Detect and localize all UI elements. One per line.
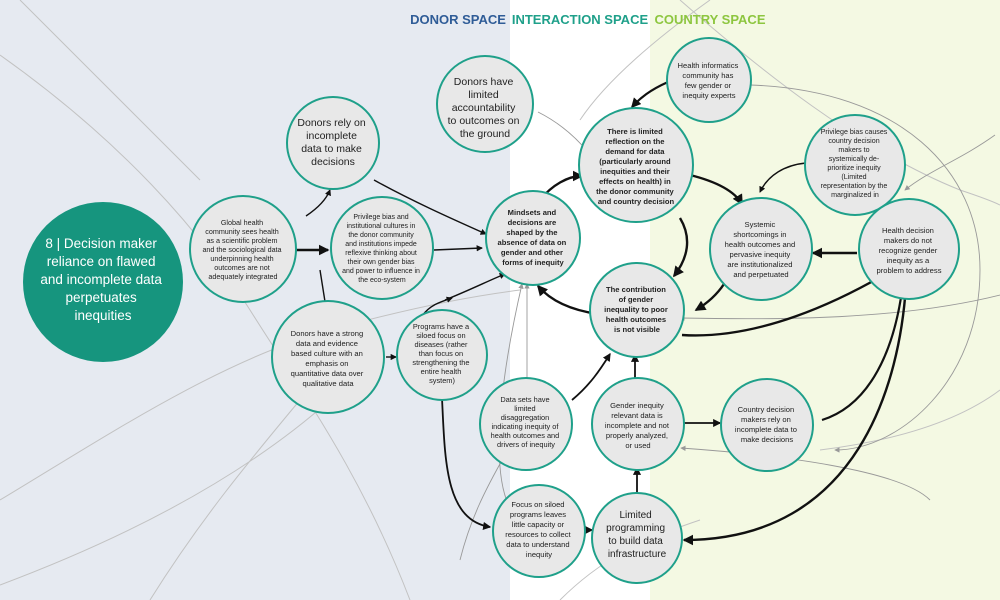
summary-line: perpetuates	[65, 290, 137, 305]
mindsets-label: Mindsets and decisions are shaped by the…	[498, 208, 569, 267]
link-reflection-to-contribution	[673, 217, 689, 278]
node-limited-programming	[591, 492, 683, 584]
node-systemic	[709, 197, 813, 301]
health-informatics-label: Health informatics community has few gen…	[678, 61, 741, 100]
global-health-label: Global health community sees health as a…	[202, 218, 283, 281]
contribution-label: The contribution of gender inequality to…	[604, 285, 670, 334]
link-decision-to-limited-prog	[682, 284, 908, 546]
country-space-header: COUNTRY SPACE	[655, 12, 766, 27]
donor-space-header: DONOR SPACE	[410, 12, 506, 27]
link-data-sets-to-contribution	[571, 352, 611, 401]
node-donors-strong	[271, 300, 385, 414]
link-privilege-to-mindsets	[433, 245, 483, 252]
node-programs-siloed	[396, 309, 488, 401]
privilege-donor-label: Privilege bias and institutional culture…	[342, 214, 422, 284]
node-donors-accountability	[436, 55, 534, 153]
node-health-decision	[858, 198, 960, 300]
node-data-sets	[479, 377, 573, 471]
causal-connections	[294, 80, 908, 546]
link-right-loop-to-gender-data	[680, 445, 931, 501]
summary-circle-shape	[23, 202, 183, 362]
data-sets-label: Data sets have limited disaggregation in…	[491, 395, 562, 449]
node-limited-reflection	[578, 107, 694, 223]
link-outer-to-contribution	[679, 294, 1000, 321]
node-global-health	[189, 195, 297, 303]
node-health-informatics	[666, 37, 752, 123]
link-focus-to-data-sets	[459, 454, 506, 561]
node-labels: Donors have limited accountability to ou…	[202, 61, 941, 560]
node-privilege-donor	[330, 196, 434, 300]
summary-circle: 8 | Decision maker reliance on flawed an…	[23, 202, 183, 362]
link-programs-to-focus	[441, 397, 492, 530]
link-privilege-to-contribution	[904, 134, 996, 191]
gender-data-label: Gender inequity relevant data is incompl…	[605, 401, 671, 450]
country-rely-label: Country decision makers rely on incomple…	[735, 405, 799, 444]
node-circles	[189, 37, 960, 584]
summary-line: inequities	[74, 308, 131, 323]
node-contribution	[589, 262, 685, 358]
link-privilege-to-systemic	[759, 162, 807, 193]
node-gender-data	[591, 377, 685, 471]
donors-accountability-label: Donors have limited accountability to ou…	[448, 76, 523, 140]
node-donors-rely	[286, 96, 380, 190]
privilege-country-label: Privilege bias causes country decision m…	[821, 128, 890, 199]
donors-rely-label: Donors rely on incomplete data to make d…	[297, 117, 368, 168]
link-donors-rely-to-mindsets	[373, 179, 487, 235]
summary-line: and incomplete data	[40, 272, 162, 287]
node-focus-siloed	[492, 484, 586, 578]
summary-line: reliance on flawed	[47, 254, 156, 269]
limited-reflection-label: There is limited reflection on the deman…	[596, 127, 676, 206]
link-informatics-to-contribution	[749, 84, 981, 453]
systemic-label: Systemic shortcomings in health outcomes…	[725, 220, 798, 279]
limited-programming-label: Limited programming to build data infras…	[606, 510, 668, 560]
node-privilege-country	[804, 114, 906, 216]
summary-circle-label: 8 | Decision maker reliance on flawed an…	[40, 236, 165, 323]
link-systemic-to-contribution	[694, 283, 725, 312]
link-informatics-to-reflection	[631, 80, 669, 109]
node-country-rely	[720, 378, 814, 472]
interaction-space-header: INTERACTION SPACE	[512, 12, 649, 27]
summary-line: 8 | Decision maker	[45, 236, 157, 251]
health-decision-label: Health decision makers do not recognize …	[876, 226, 941, 275]
node-mindsets	[485, 190, 581, 286]
donors-strong-label: Donors have a strong data and evidence b…	[291, 329, 366, 388]
link-country-rely-to-decision	[821, 281, 907, 422]
link-reflection-to-systemic	[689, 173, 744, 206]
focus-siloed-label: Focus on siloed programs leaves little c…	[505, 500, 573, 559]
thin-connections	[459, 84, 1000, 561]
link-global-to-donors-rely	[305, 189, 331, 217]
programs-siloed-label: Programs have a siloed focus on diseases…	[412, 322, 471, 385]
link-contribution-to-decision	[681, 274, 884, 337]
